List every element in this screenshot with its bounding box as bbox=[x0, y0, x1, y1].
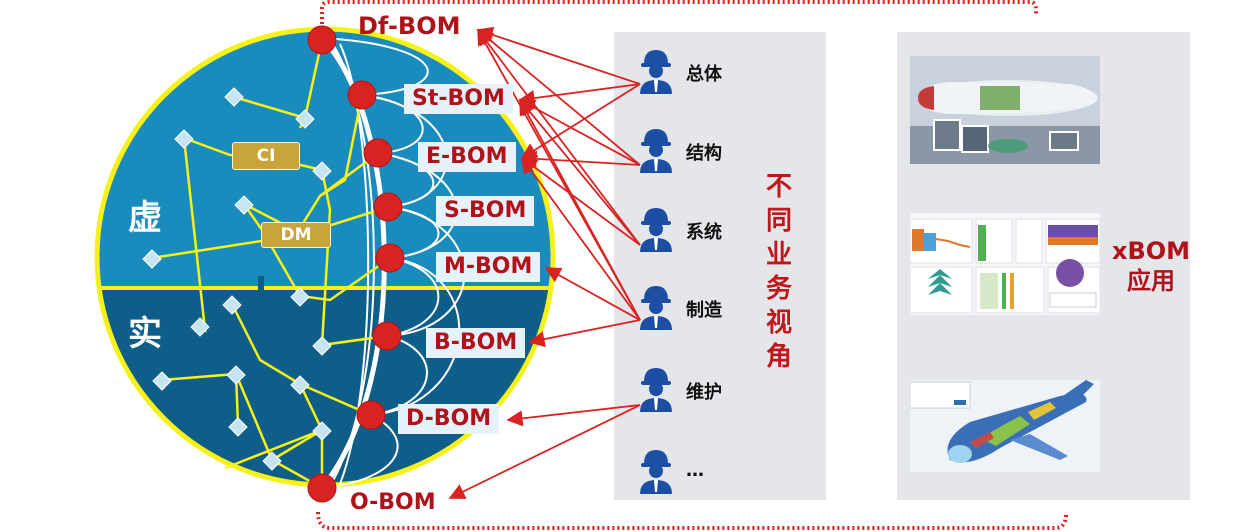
virtual-label: 虚 bbox=[128, 198, 162, 238]
network-nodes bbox=[142, 87, 332, 471]
roles-panel bbox=[614, 32, 826, 500]
real-label: 实 bbox=[128, 314, 162, 354]
aircraft-model-image bbox=[910, 380, 1100, 472]
role-system: 系统 bbox=[636, 204, 766, 254]
role-label: 系统 bbox=[686, 222, 722, 243]
lifecycle-loop-bottom bbox=[316, 511, 1068, 530]
vertical-title-char: 同 bbox=[765, 206, 792, 236]
role-more: … bbox=[636, 446, 766, 496]
bom-label-b: B-BOM bbox=[426, 328, 526, 358]
bom-nodes bbox=[307, 25, 405, 503]
bom-label-m: M-BOM bbox=[436, 252, 541, 282]
role-label: 结构 bbox=[686, 143, 722, 164]
lifecycle-loop-top bbox=[320, 0, 1038, 24]
role-label: 维护 bbox=[686, 382, 722, 403]
engineer-icon bbox=[640, 129, 672, 173]
xbom-label-line1: xBOM bbox=[1112, 237, 1191, 265]
role-structure: 结构 bbox=[636, 125, 766, 175]
engineer-icon bbox=[640, 368, 672, 412]
role-manufacturing: 制造 bbox=[636, 282, 766, 332]
xbom-label-line2: 应用 bbox=[1127, 267, 1176, 295]
role-overall: 总体 bbox=[636, 46, 766, 96]
aircraft-assembly-image bbox=[910, 56, 1100, 164]
engineer-icon bbox=[640, 286, 672, 330]
bom-label-o: O-BOM bbox=[350, 490, 436, 515]
vertical-title: 不同业务视角 bbox=[764, 170, 794, 374]
role-label: … bbox=[686, 460, 704, 481]
bom-label-df: Df-BOM bbox=[358, 12, 461, 40]
role-label: 总体 bbox=[686, 64, 722, 85]
dashboard-picture bbox=[910, 213, 1100, 315]
vertical-title-char: 角 bbox=[765, 342, 792, 372]
vertical-title-char: 业 bbox=[765, 240, 792, 270]
bom-label-s: S-BOM bbox=[436, 196, 535, 226]
aircraft-model-picture bbox=[910, 380, 1100, 472]
aircraft-assembly-picture bbox=[910, 56, 1100, 164]
vertical-title-char: 务 bbox=[765, 274, 792, 304]
bom-label-e: E-BOM bbox=[418, 142, 516, 172]
role-maintenance: 维护 bbox=[636, 364, 766, 414]
view-arrows bbox=[448, 26, 641, 499]
dm-box: DM bbox=[261, 222, 331, 248]
role-label: 制造 bbox=[686, 300, 722, 321]
dashboard-image bbox=[910, 213, 1100, 315]
engineer-icon bbox=[640, 50, 672, 94]
engineer-icon bbox=[640, 208, 672, 252]
bom-label-d: D-BOM bbox=[398, 404, 500, 434]
engineer-icon bbox=[640, 450, 672, 494]
ci-box: CI bbox=[232, 142, 300, 170]
bom-label-st: St-BOM bbox=[404, 84, 513, 114]
vertical-title-char: 不 bbox=[765, 172, 792, 202]
xbom-application-label: xBOM 应用 bbox=[1112, 236, 1190, 296]
vertical-title-char: 视 bbox=[765, 308, 792, 338]
